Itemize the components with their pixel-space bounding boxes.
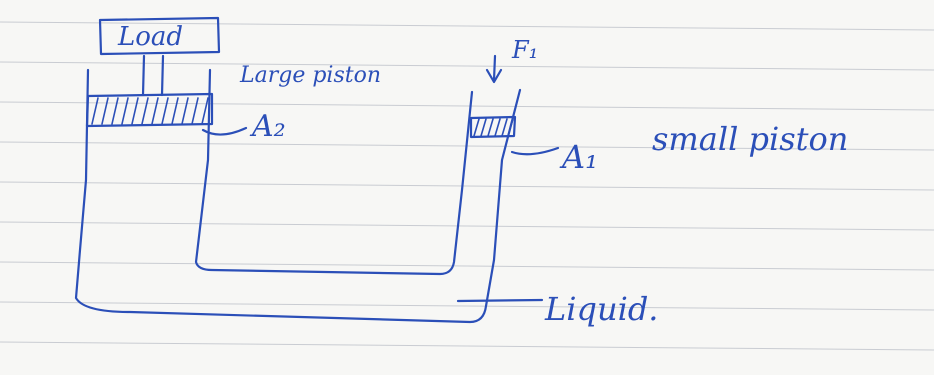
load-box: Load — [98, 16, 221, 97]
a2-label: A₂ — [249, 109, 286, 144]
load-label: Load — [117, 22, 183, 52]
a1-label: A₁ — [559, 138, 598, 176]
vessel-inner-wall — [194, 68, 474, 276]
large-piston-label: Large piston — [239, 63, 381, 88]
a1-pointer — [510, 146, 560, 156]
large-piston — [85, 92, 214, 128]
ruled-lines — [0, 21, 934, 351]
small-piston — [469, 115, 517, 139]
f1-label: F₁ — [511, 36, 538, 64]
force-arrow — [485, 54, 503, 84]
liquid-label: Liquid. — [544, 290, 658, 328]
liquid-pointer — [456, 298, 544, 303]
small-piston-label: small piston — [652, 120, 848, 158]
vessel-outer-wall — [74, 68, 522, 324]
a2-pointer — [201, 126, 248, 136]
